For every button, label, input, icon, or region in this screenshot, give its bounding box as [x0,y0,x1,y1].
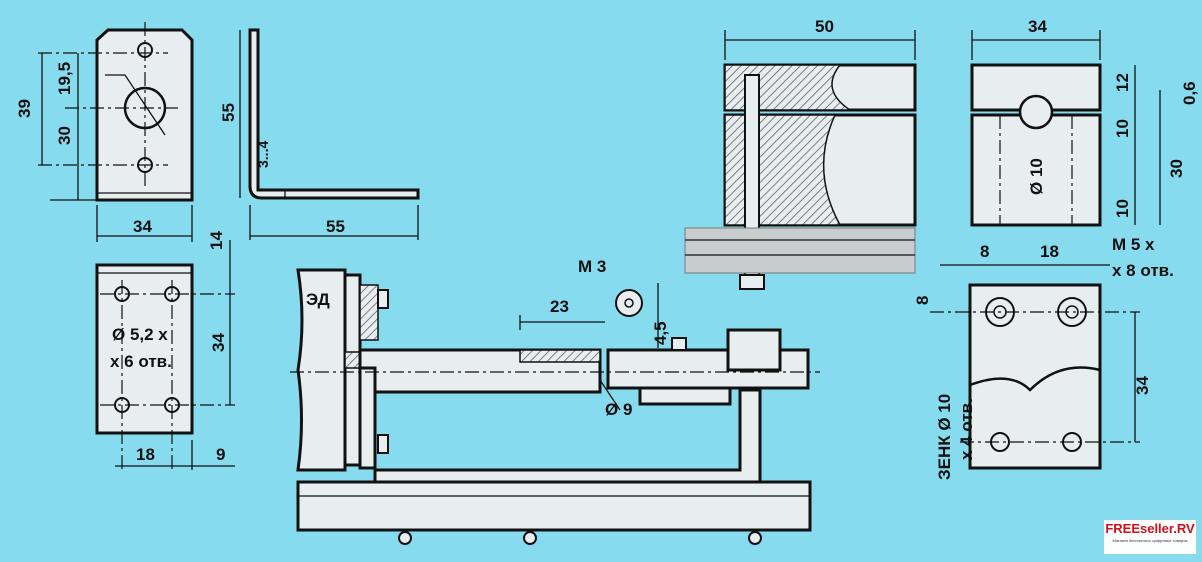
clamp-section [684,30,917,290]
dim-label: 50 [815,17,834,36]
dim-label: 12 [1113,73,1132,92]
bracket-front-view [38,22,194,242]
dim-label: 55 [219,103,238,122]
dim-label: 30 [1167,159,1186,178]
dim-label: x 6 отв. [110,352,172,371]
dim-label: ЗЕНК Ø 10 [935,394,954,480]
dim-label: 0,6 [1180,81,1199,105]
assembly-view [290,268,820,545]
dim-label: 34 [1028,17,1047,36]
dim-label: 23 [550,297,569,316]
angle-side-view [239,28,420,240]
dim-label: 34 [1133,376,1152,395]
dim-label: ЭД [306,290,330,309]
dim-label: 8 [913,296,932,305]
dim-label: 18 [136,445,155,464]
dim-label: 10 [1113,199,1132,218]
dim-label: Ø 9 [605,400,632,419]
dim-label: 14 [207,231,226,250]
dim-label: 9 [216,445,225,464]
dim-label: 4,5 [651,321,670,345]
dim-label: 55 [326,217,345,236]
dim-label: М 5 x [1112,235,1155,254]
watermark-subtitle: Магазин бесплатных цифровых товаров [1112,538,1188,543]
dim-label: 3...4 [255,141,271,168]
dim-label: 10 [1113,119,1132,138]
dim-label: 30 [55,126,74,145]
watermark-title: FREEseller.RV [1105,521,1195,536]
dim-label: 8 [980,242,989,261]
dim-label: М 3 [578,257,606,276]
watermark-logo: FREEseller.RV Магазин бесплатных цифровы… [1104,520,1196,554]
dim-label: Ø 10 [1027,158,1046,195]
dim-label: 39 [15,99,34,118]
dim-label: 34 [209,333,228,352]
dim-label: 18 [1040,242,1059,261]
dim-label: Ø 5,2 x [112,325,168,344]
dim-label: x 4 отв. [957,398,976,460]
plate-view [95,240,235,470]
dim-label: x 8 отв. [1112,261,1174,280]
block-views [930,30,1161,470]
dim-label: 19,5 [55,62,74,95]
dim-label: 34 [133,217,152,236]
